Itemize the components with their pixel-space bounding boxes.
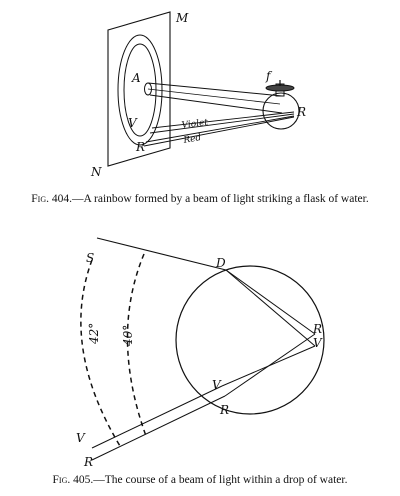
screen-plane <box>107 11 171 167</box>
violet-ray <box>149 113 295 134</box>
label-M: M <box>175 11 189 25</box>
label-42-degrees: 42° <box>87 323 101 345</box>
label-V-inner: V <box>212 378 222 392</box>
label-R-inner: R <box>219 403 229 417</box>
label-40-degrees: 40° <box>121 325 135 347</box>
beam-center <box>147 88 281 105</box>
rainbow-outer-ring <box>117 34 163 146</box>
label-V: V <box>128 116 138 130</box>
figure-405-diagram: S D R V V R V R 42° 40° <box>76 237 325 466</box>
flask-bulb <box>262 92 300 130</box>
label-N: N <box>90 165 102 179</box>
figure-405-caption: Fig. 405.—The course of a beam of light … <box>0 474 400 486</box>
figure-404: M A f V R R N Violet Red <box>0 0 400 190</box>
label-R-outer: R <box>83 455 93 466</box>
red-ray <box>145 115 295 143</box>
emerging-ray-red <box>91 395 226 461</box>
figure-405-number: Fig. 405. <box>52 474 94 486</box>
label-R-screen: R <box>135 140 145 154</box>
incident-ray <box>96 237 227 271</box>
water-drop <box>175 265 325 415</box>
label-S: S <box>86 251 94 265</box>
violet-ray-upper <box>151 111 295 129</box>
figure-404-number: Fig. 404. <box>31 193 72 205</box>
label-A: A <box>131 71 141 85</box>
figure-404-caption: Fig. 404.—A rainbow formed by a beam of … <box>0 193 400 205</box>
internal-ray-red <box>225 269 316 335</box>
figure-405-caption-text: —The course of a beam of light within a … <box>93 474 348 486</box>
beam-upper-edge <box>147 82 283 97</box>
arc-40-degrees <box>126 253 147 437</box>
reflected-ray-violet <box>221 345 316 387</box>
label-R: R <box>312 322 322 336</box>
label-D: D <box>215 256 226 270</box>
label-V: V <box>313 336 323 350</box>
figure-404-caption-text: —A rainbow formed by a beam of light str… <box>72 193 369 205</box>
beam-lower-edge <box>149 94 283 114</box>
label-f: f <box>265 69 273 83</box>
label-R-flask: R <box>296 105 306 119</box>
emerging-ray-violet <box>91 385 223 449</box>
label-V-outer: V <box>76 431 86 445</box>
label-violet: Violet <box>181 118 209 131</box>
label-red: Red <box>182 133 203 146</box>
arc-42-degrees <box>80 259 121 447</box>
internal-ray-violet <box>225 269 316 347</box>
figure-404-diagram: M A f V R R N Violet Red <box>90 11 306 179</box>
red-ray-lower <box>143 116 295 147</box>
figure-405: S D R V V R V R 42° 40° <box>0 236 400 466</box>
